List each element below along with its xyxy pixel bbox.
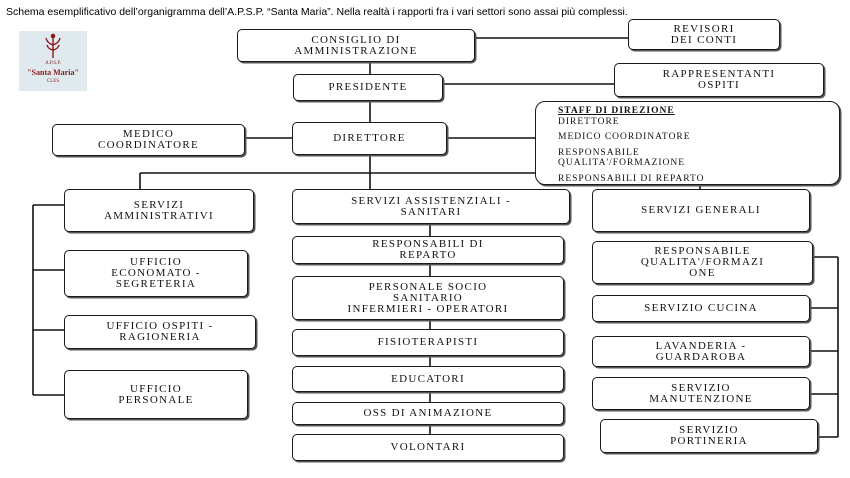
box-label-line: COORDINATORE (98, 139, 199, 151)
servizio-cucina-box: SERVIZIO CUCINA (592, 295, 810, 322)
box-label-line: RESPONSABILI DI (372, 238, 484, 250)
box-label-line: OSS DI ANIMAZIONE (363, 407, 493, 419)
box-label-line: PRESIDENTE (328, 81, 408, 93)
box-label-line: SERVIZIO (671, 381, 731, 394)
box-label-line: INFERMIERI - OPERATORI (347, 302, 509, 315)
diagram-caption: Schema esemplificativo dell’organigramma… (6, 6, 628, 18)
box-label-line: AMMINISTRAZIONE (294, 44, 418, 57)
logo-acronym: A.P.S.P. (45, 61, 61, 66)
box-label-line: PERSONALE (118, 393, 194, 406)
lavanderia-guardaroba-box: LAVANDERIA -GUARDAROBA (592, 336, 810, 367)
box-label-line: MANUTENZIONE (649, 392, 753, 405)
logo-city: CLES (46, 79, 60, 84)
box-label-line: AMMINISTRATIVI (104, 209, 214, 222)
logo-name: "Santa Maria" (27, 68, 79, 77)
box-label-line: UFFICIO (130, 256, 182, 268)
fisioterapisti-box: FISIOTERAPISTI (292, 329, 564, 356)
box-label-line: GUARDAROBA (655, 350, 747, 363)
box-label-line: UFFICIO OSPITI - (106, 320, 214, 332)
box-label-line: SERVIZI GENERALI (641, 204, 761, 216)
oss-di-animazione-box: OSS DI ANIMAZIONE (292, 402, 564, 425)
presidente-box: PRESIDENTE (293, 74, 443, 101)
box-label-line: SERVIZI ASSISTENZIALI - (351, 194, 511, 207)
box-label-line: PERSONALE SOCIO (368, 280, 488, 293)
box-label-line: VOLONTARI (390, 441, 466, 453)
staff-member: RESPONSABILI DI REPARTO (558, 173, 705, 184)
staff-member: DIRETTORE (558, 116, 620, 127)
box-label-line: FISIOTERAPISTI (377, 336, 479, 348)
box-label-line: SEGRETERIA (115, 278, 197, 290)
box-label-line: LAVANDERIA - (655, 339, 747, 352)
box-label-line: SERVIZI (133, 198, 185, 211)
box-label-line: REPARTO (399, 249, 457, 261)
box-label-line: MEDICO (122, 128, 175, 140)
aspsp-logo: A.P.S.P. "Santa Maria" CLES (19, 31, 87, 91)
box-label-line: SANITARIO (392, 291, 464, 304)
box-label-line: DEI CONTI (670, 33, 738, 46)
box-label-line: QUALITA'/FORMAZI (640, 256, 765, 268)
volontari-box: VOLONTARI (292, 434, 564, 461)
box-label-line: RAGIONERIA (119, 331, 201, 343)
servizi-generali-box: SERVIZI GENERALI (592, 189, 810, 232)
box-label-line: RAPPRESENTANTI (662, 68, 776, 80)
tree-emblem-icon (45, 33, 61, 58)
staff-title: STAFF DI DIREZIONE (558, 106, 675, 116)
box-label-line: RESPONSABILE (654, 245, 751, 257)
box-label-line: CONSIGLIO DI (311, 33, 401, 46)
educatori-box: EDUCATORI (292, 366, 564, 392)
staff-di-direzione-box: STAFF DI DIREZIONE DIRETTORE MEDICO COOR… (535, 101, 840, 185)
box-label-line: ECONOMATO - (111, 267, 201, 279)
box-label-line: SERVIZIO CUCINA (644, 302, 758, 314)
servizi-assistenziali-sanitari-box: SERVIZI ASSISTENZIALI -SANITARI (292, 189, 570, 224)
staff-member: QUALITA'/FORMAZIONE (558, 158, 686, 168)
box-label-line: ONE (689, 267, 716, 279)
box-label-line: PORTINERIA (670, 435, 748, 447)
box-label-line: EDUCATORI (391, 372, 465, 385)
staff-member: MEDICO COORDINATORE (558, 132, 691, 142)
staff-member: RESPONSABILE (558, 147, 640, 158)
box-label-line: UFFICIO (130, 382, 182, 395)
box-label-line: OSPITI (697, 79, 741, 91)
direttore-box: DIRETTORE (292, 122, 447, 155)
box-label-line: SERVIZIO (679, 424, 739, 436)
box-label-line: SANITARI (400, 205, 462, 218)
ufficio-ospiti-ragioneria-box: UFFICIO OSPITI -RAGIONERIA (64, 315, 256, 349)
box-label-line: DIRETTORE (333, 132, 406, 144)
box-label-line: REVISORI (673, 22, 735, 35)
